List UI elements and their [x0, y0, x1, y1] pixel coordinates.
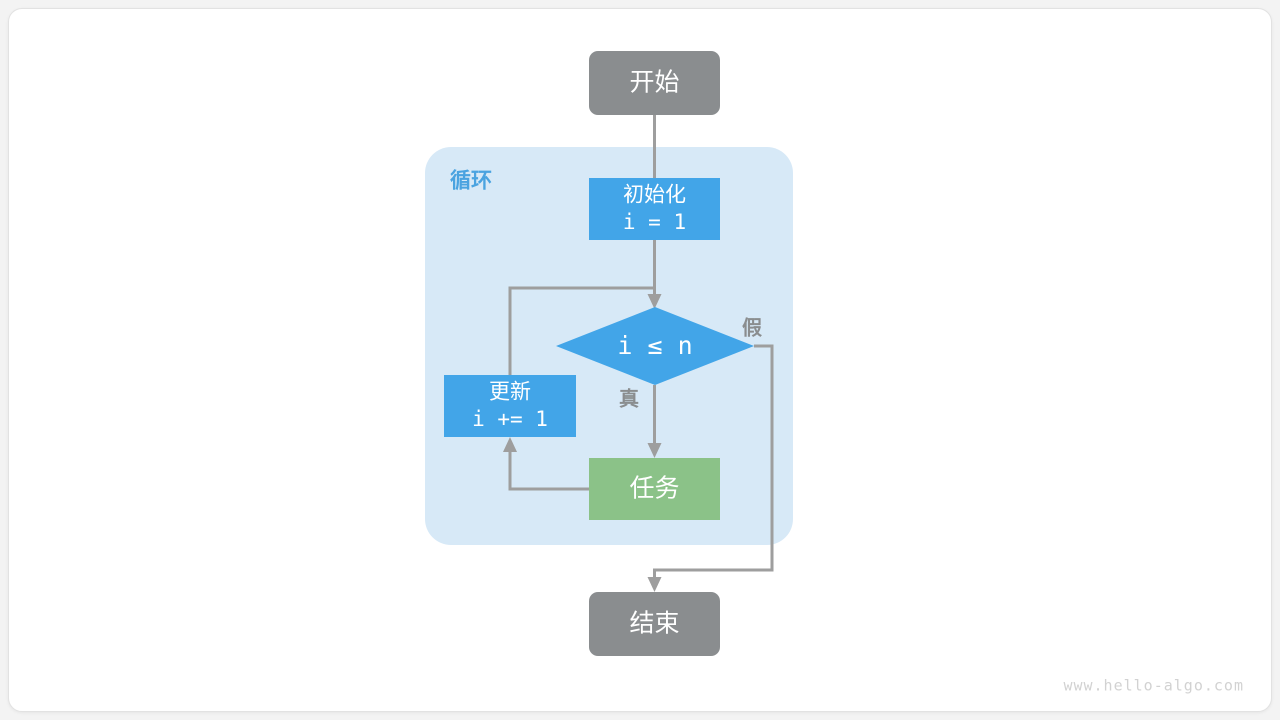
arrowhead-cond-to-end	[647, 577, 662, 592]
node-start-shape[interactable]	[589, 51, 720, 115]
arrowhead-task-to-update	[503, 437, 517, 452]
node-update-label: 更新	[489, 381, 531, 404]
edges-layer	[503, 115, 774, 592]
node-condition-shape[interactable]	[556, 307, 754, 385]
node-condition-label: i ≤ n	[617, 331, 692, 360]
node-update[interactable]: 更新 i += 1	[444, 375, 576, 437]
node-task[interactable]: 任务	[589, 458, 720, 520]
edge-label-false: 假	[742, 315, 763, 339]
node-update-shape[interactable]	[444, 375, 576, 437]
node-task-shape[interactable]	[589, 458, 720, 520]
edge-cond-to-end	[653, 344, 774, 583]
edge-task-to-update	[508, 446, 589, 491]
node-init-shape[interactable]	[589, 178, 720, 240]
arrowhead-init-to-cond	[647, 294, 662, 309]
node-init-label: 初始化	[623, 184, 686, 207]
node-init[interactable]: 初始化 i = 1	[589, 178, 720, 240]
arrowhead-cond-to-task	[647, 443, 662, 458]
node-start-label: 开始	[629, 69, 679, 97]
node-end-label: 结束	[629, 610, 679, 638]
node-task-label: 任务	[629, 475, 679, 503]
watermark-text: www.hello-algo.com	[1063, 677, 1244, 695]
node-init-sublabel: i = 1	[623, 210, 686, 234]
node-start[interactable]: 开始	[589, 51, 720, 115]
edge-update-to-cond	[508, 286, 655, 375]
loop-group-label: 循环	[450, 169, 492, 193]
edge-label-true: 真	[619, 386, 639, 410]
node-update-sublabel: i += 1	[472, 407, 548, 431]
node-condition[interactable]: i ≤ n	[556, 307, 754, 385]
node-end-shape[interactable]	[589, 592, 720, 656]
node-end[interactable]: 结束	[589, 592, 720, 656]
